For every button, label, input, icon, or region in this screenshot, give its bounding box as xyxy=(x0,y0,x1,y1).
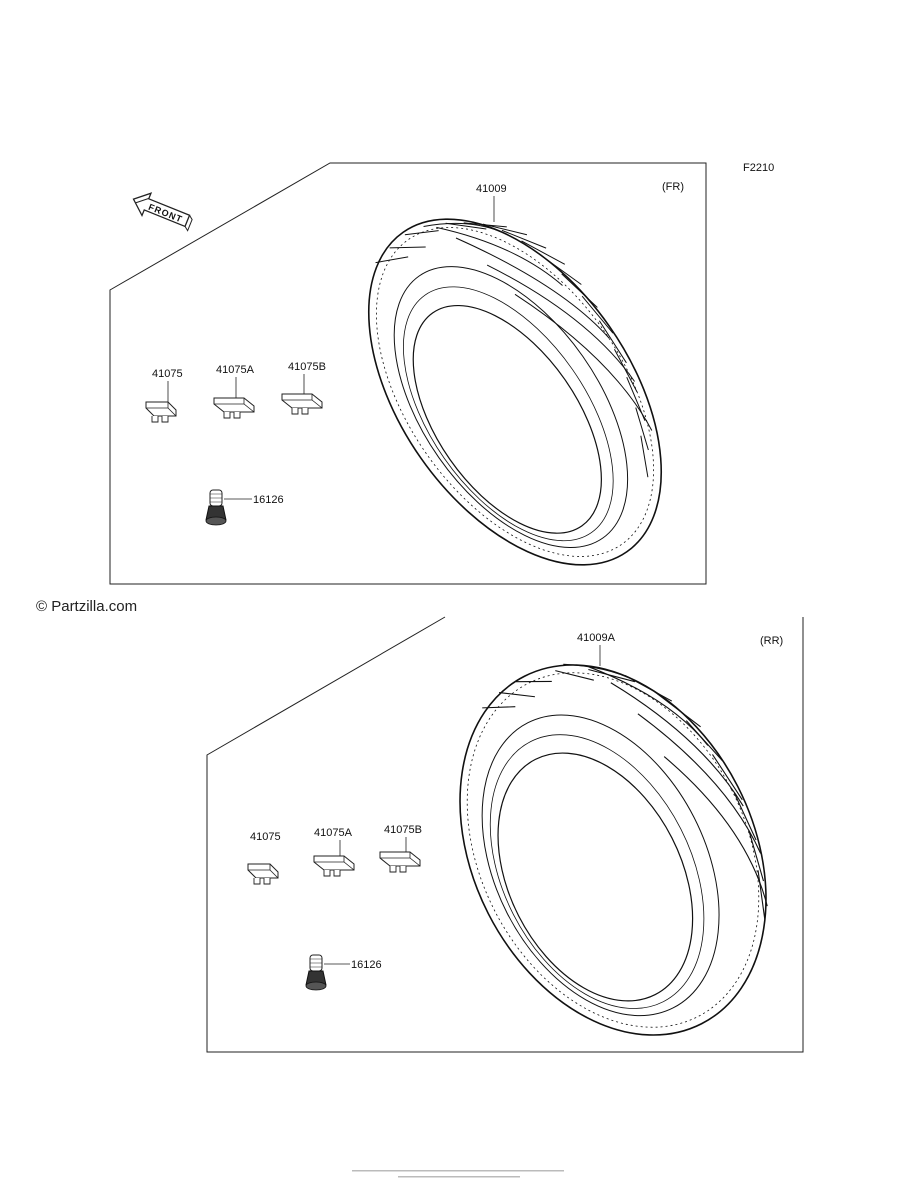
rear-weight-part: 41075 xyxy=(250,831,281,843)
rear-valve-part: 16126 xyxy=(351,959,382,971)
front-position-label: (FR) xyxy=(662,181,684,193)
front-direction-arrow-icon: FRONT xyxy=(132,192,193,232)
watermark: © Partzilla.com xyxy=(36,598,137,615)
rear-weight-clip-icon xyxy=(247,863,279,885)
rear-tire-part: 41009A xyxy=(577,632,616,644)
rear-valve-icon xyxy=(305,954,327,991)
footer-fine-print xyxy=(352,1170,564,1178)
front-weight-clip-icon xyxy=(145,401,177,423)
front-box-outline xyxy=(109,162,707,585)
rear-box-outline xyxy=(206,616,804,1053)
figure-code: F2210 xyxy=(743,162,774,174)
rear-weight-part: 41075A xyxy=(314,827,353,839)
rear-tire xyxy=(459,663,768,1036)
front-valve-icon xyxy=(205,489,227,526)
rear-weight-part: 41075B xyxy=(384,824,422,836)
front-tire-part: 41009 xyxy=(476,183,507,195)
front-tire xyxy=(367,218,663,566)
front-valve-part: 16126 xyxy=(253,494,284,506)
rear-weight-bar-icon xyxy=(313,855,355,877)
front-weight-part: 41075 xyxy=(152,368,183,380)
rear-weight-bar-icon xyxy=(379,851,421,873)
front-weight-part: 41075B xyxy=(288,361,326,373)
front-weight-bar-icon xyxy=(213,397,255,419)
rear-position-label: (RR) xyxy=(760,635,783,647)
front-weight-part: 41075A xyxy=(216,364,255,376)
front-weight-bar-icon xyxy=(281,393,323,415)
